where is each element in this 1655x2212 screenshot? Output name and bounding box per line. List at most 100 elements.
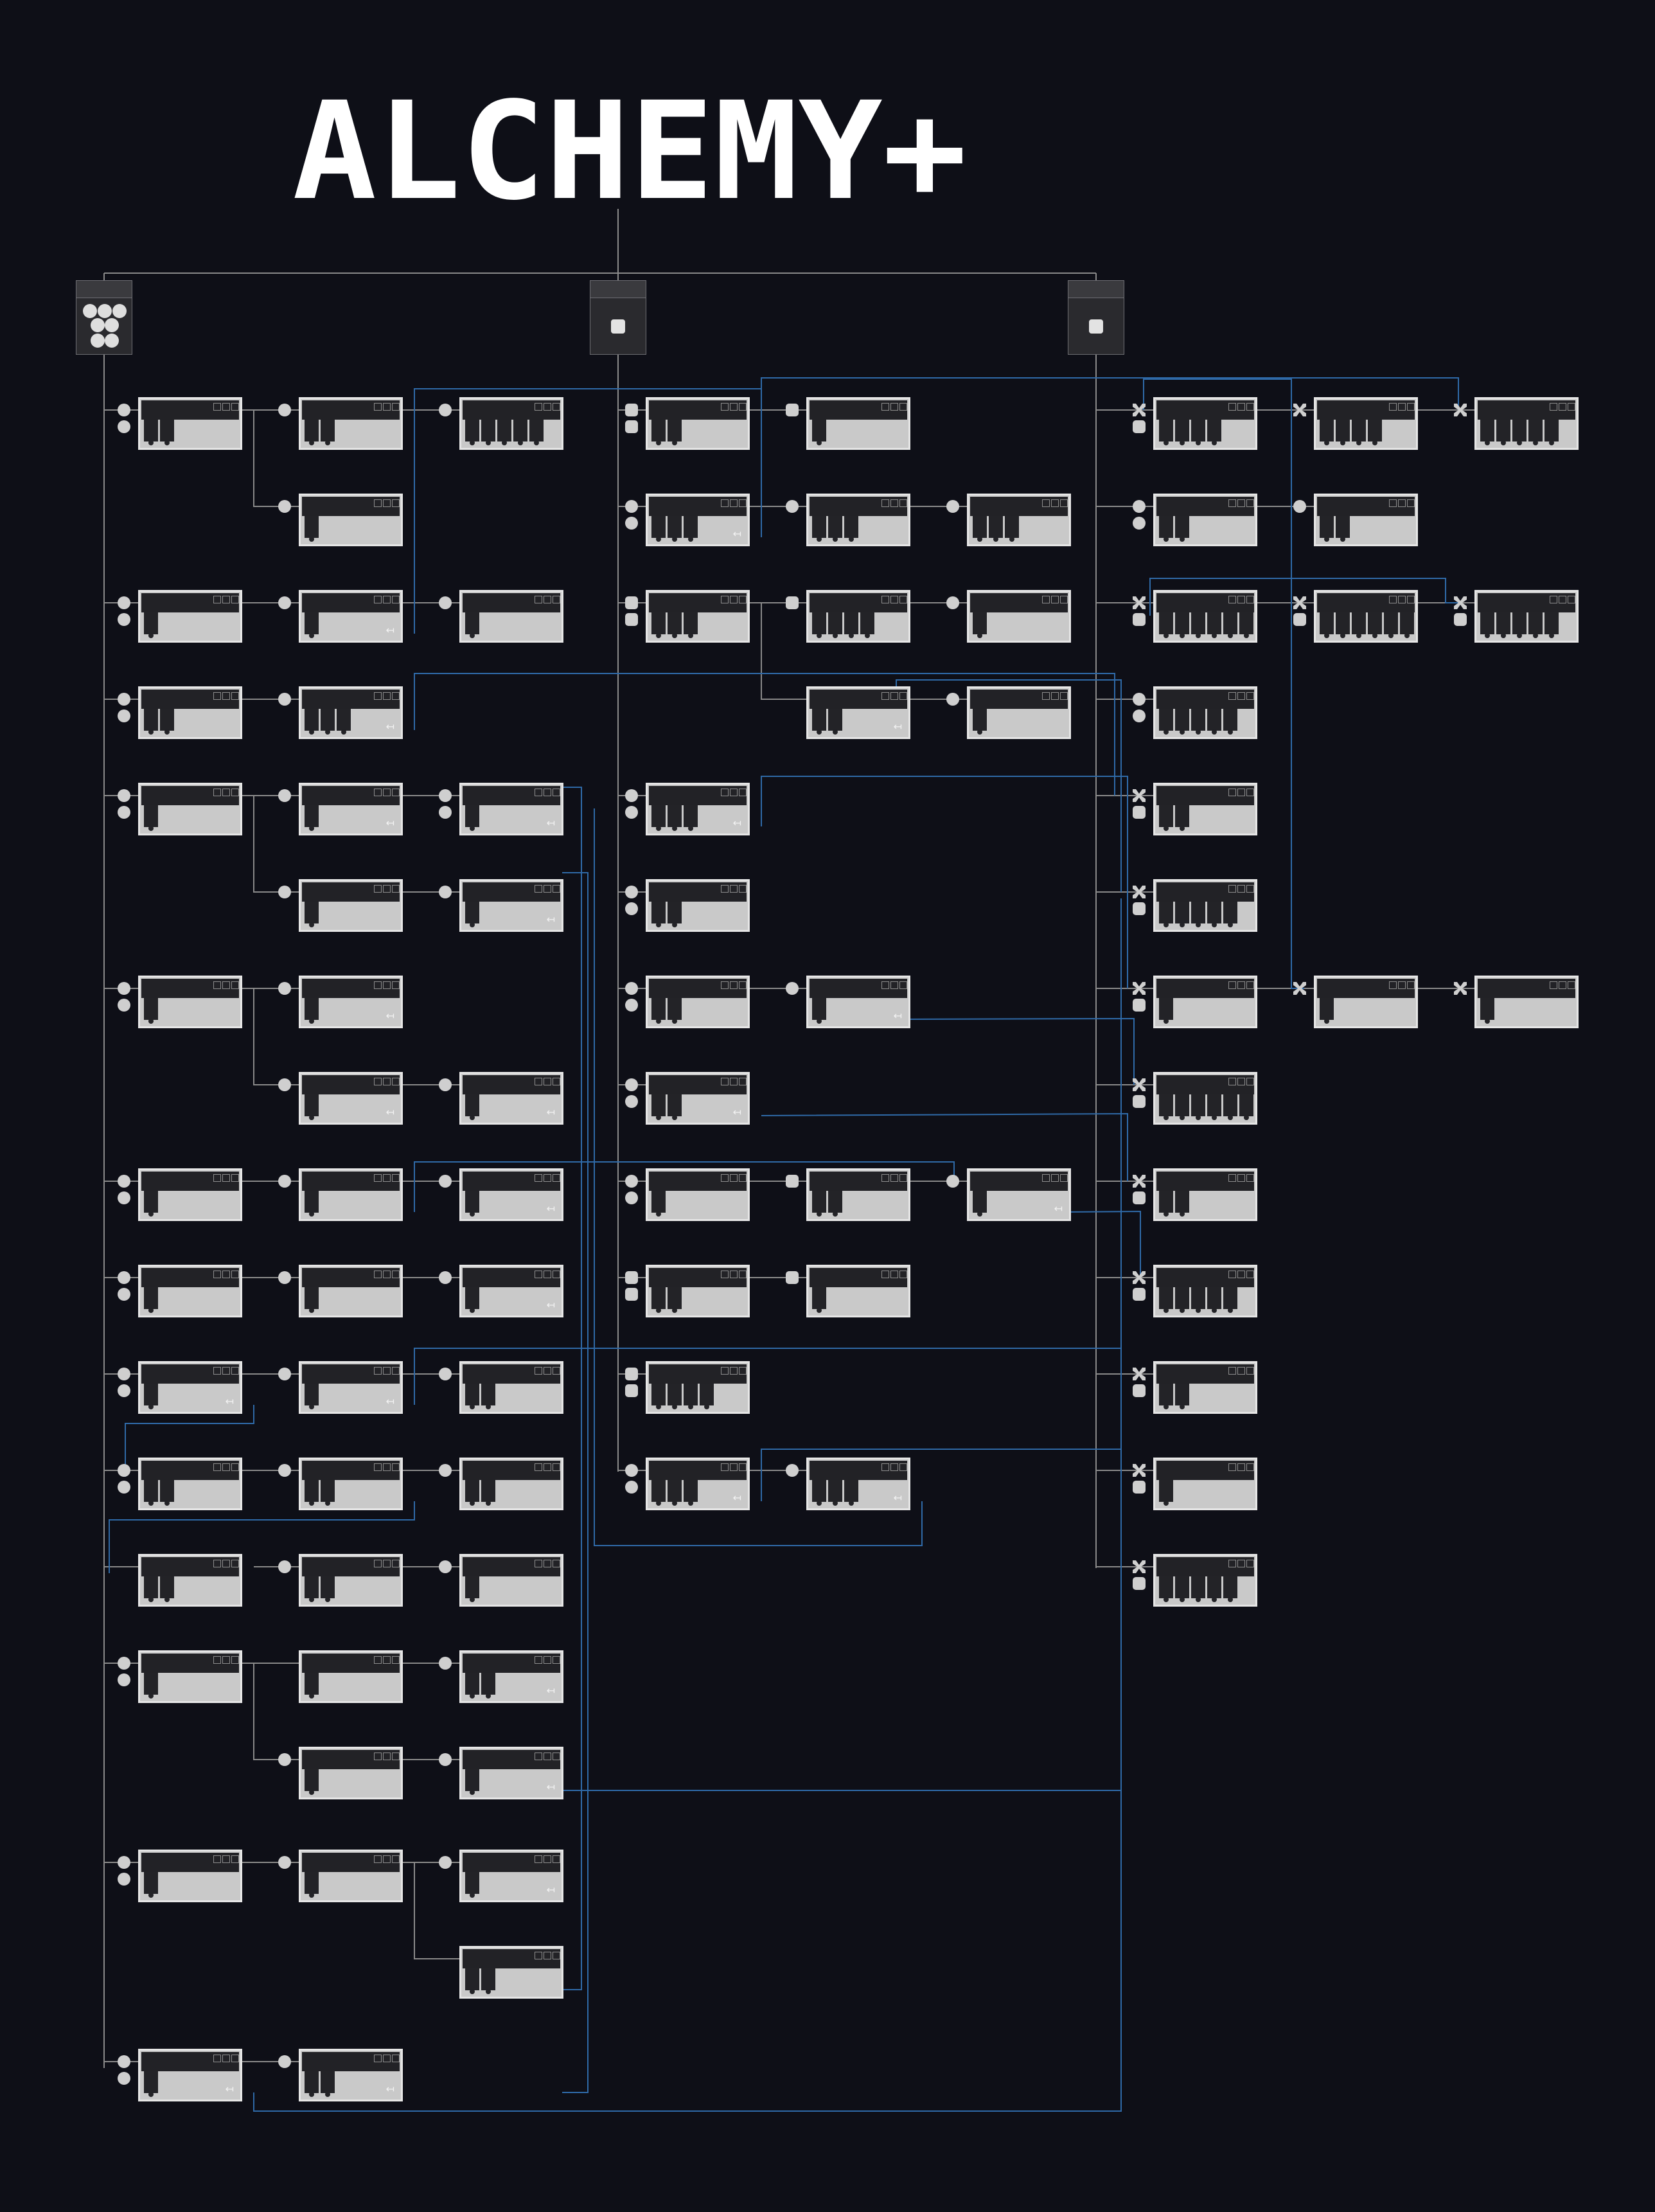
recipe-card[interactable]: [646, 1168, 750, 1221]
recipe-card[interactable]: ↤: [138, 2049, 242, 2101]
recipe-card[interactable]: [967, 686, 1071, 739]
tree-connector: [253, 796, 299, 893]
recipe-card[interactable]: ↤: [806, 686, 910, 739]
recipe-card[interactable]: ↤: [299, 590, 403, 643]
recipe-card[interactable]: [1153, 590, 1257, 643]
root-node-center[interactable]: [590, 280, 646, 355]
root-node-left[interactable]: [76, 280, 132, 355]
card-header: [302, 1461, 400, 1480]
recipe-card[interactable]: [1153, 1072, 1257, 1125]
recipe-card[interactable]: ↤: [646, 1072, 750, 1125]
recipe-card[interactable]: ↤: [646, 494, 750, 546]
recipe-card[interactable]: ↤: [299, 2049, 403, 2101]
circle-icon: [625, 1078, 638, 1091]
recipe-card[interactable]: [138, 686, 242, 739]
recipe-card[interactable]: [138, 397, 242, 450]
recipe-card[interactable]: [646, 879, 750, 932]
recipe-card[interactable]: [299, 879, 403, 932]
recipe-card[interactable]: [1153, 1458, 1257, 1510]
recipe-card[interactable]: [1153, 494, 1257, 546]
recipe-card[interactable]: [646, 976, 750, 1028]
recipe-card[interactable]: ↤: [646, 1458, 750, 1510]
recipe-card[interactable]: [459, 1554, 563, 1607]
recipe-card[interactable]: [967, 590, 1071, 643]
recipe-card[interactable]: [1314, 590, 1418, 643]
logo-title: ALCHEMY+: [292, 90, 967, 206]
recipe-card[interactable]: [299, 397, 403, 450]
recipe-card[interactable]: [646, 1361, 750, 1414]
recipe-card[interactable]: [459, 1361, 563, 1414]
recipe-card[interactable]: [646, 397, 750, 450]
recipe-card[interactable]: [1314, 494, 1418, 546]
recipe-card[interactable]: [138, 976, 242, 1028]
recipe-card[interactable]: [1153, 1554, 1257, 1607]
recipe-card[interactable]: ↤: [459, 1072, 563, 1125]
recipe-card[interactable]: [1153, 783, 1257, 835]
recipe-card[interactable]: [646, 1265, 750, 1317]
recipe-card[interactable]: [299, 494, 403, 546]
recipe-card[interactable]: [1314, 397, 1418, 450]
recipe-card[interactable]: [967, 494, 1071, 546]
recipe-card[interactable]: ↤: [299, 1361, 403, 1414]
recipe-card[interactable]: [806, 590, 910, 643]
card-header: [649, 593, 747, 612]
recipe-card[interactable]: ↤: [299, 976, 403, 1028]
recipe-card[interactable]: ↤: [459, 1168, 563, 1221]
recipe-card[interactable]: [459, 590, 563, 643]
recipe-card[interactable]: ↤: [459, 783, 563, 835]
recipe-card[interactable]: [299, 1265, 403, 1317]
recipe-card[interactable]: ↤: [459, 1265, 563, 1317]
drop-icon: [786, 1175, 799, 1188]
recipe-card[interactable]: ↤: [459, 1747, 563, 1799]
recipe-card[interactable]: [138, 783, 242, 835]
recipe-card[interactable]: ↤: [138, 1361, 242, 1414]
recipe-card[interactable]: [1474, 976, 1579, 1028]
recipe-card[interactable]: ↤: [299, 1072, 403, 1125]
recipe-card[interactable]: ↤: [459, 879, 563, 932]
recipe-card[interactable]: [806, 397, 910, 450]
recipe-card[interactable]: [1153, 397, 1257, 450]
recipe-card[interactable]: [806, 1168, 910, 1221]
recipe-card[interactable]: ↤: [806, 1458, 910, 1510]
recipe-card[interactable]: [299, 1747, 403, 1799]
recipe-card[interactable]: [1153, 686, 1257, 739]
recipe-card[interactable]: ↤: [459, 1850, 563, 1902]
recipe-card[interactable]: [459, 1458, 563, 1510]
recipe-card[interactable]: [299, 1650, 403, 1703]
circle-icon: [625, 1464, 638, 1477]
recipe-card[interactable]: [459, 1946, 563, 1999]
recipe-card[interactable]: [138, 1458, 242, 1510]
recipe-card[interactable]: ↤: [299, 686, 403, 739]
recipe-card[interactable]: [806, 1265, 910, 1317]
recipe-card[interactable]: ↤: [646, 783, 750, 835]
recipe-card[interactable]: ↤: [459, 1650, 563, 1703]
cross-icon: [1133, 1078, 1146, 1091]
recipe-card[interactable]: [459, 397, 563, 450]
recipe-card[interactable]: ↤: [967, 1168, 1071, 1221]
recipe-card[interactable]: [646, 590, 750, 643]
card-header: [1478, 400, 1575, 420]
recipe-card[interactable]: [138, 1265, 242, 1317]
recipe-card[interactable]: [138, 1554, 242, 1607]
recipe-card[interactable]: [1474, 397, 1579, 450]
recipe-card[interactable]: [138, 1168, 242, 1221]
recipe-card[interactable]: [1153, 1361, 1257, 1414]
recipe-card[interactable]: [1474, 590, 1579, 643]
recipe-card[interactable]: [299, 1458, 403, 1510]
recipe-card[interactable]: [1153, 1265, 1257, 1317]
recipe-card[interactable]: [1153, 976, 1257, 1028]
recipe-card[interactable]: [1153, 1168, 1257, 1221]
recipe-card[interactable]: [138, 1850, 242, 1902]
recipe-card[interactable]: [299, 1554, 403, 1607]
recipe-card[interactable]: ↤: [299, 783, 403, 835]
recipe-card[interactable]: [299, 1850, 403, 1902]
recipe-card[interactable]: [1314, 976, 1418, 1028]
card-header: [141, 786, 239, 805]
recipe-card[interactable]: ↤: [806, 976, 910, 1028]
recipe-card[interactable]: [299, 1168, 403, 1221]
root-node-right[interactable]: [1068, 280, 1124, 355]
recipe-card[interactable]: [806, 494, 910, 546]
recipe-card[interactable]: [1153, 879, 1257, 932]
recipe-card[interactable]: [138, 1650, 242, 1703]
recipe-card[interactable]: [138, 590, 242, 643]
